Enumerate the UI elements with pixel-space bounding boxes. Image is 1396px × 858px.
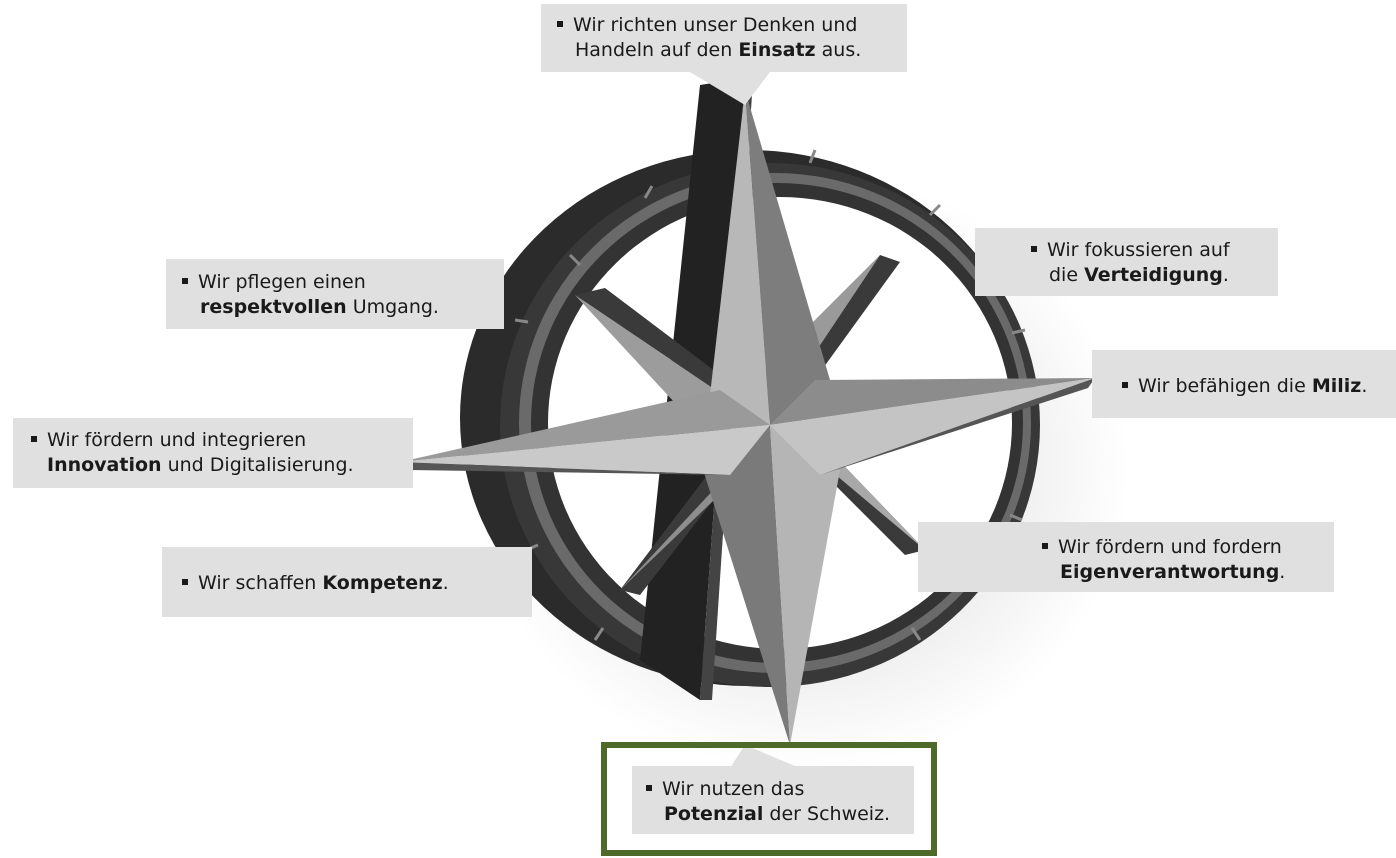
bullet-icon [182,579,188,585]
bullet-icon [182,278,188,284]
principle-kompetenz: Wir schaffen Kompetenz. [162,547,532,617]
kompetenz-keyword: Kompetenz [322,572,442,594]
kompetenz-post: . [443,572,449,594]
verteidigung-keyword: Verteidigung [1084,264,1223,286]
einsatz-keyword: Einsatz [738,39,815,61]
eigenverantwortung-line1: Wir fördern und fordern [1058,536,1282,558]
innovation-keyword: Innovation [47,454,162,476]
principle-respekt: Wir pflegen einen respektvollen Umgang. [166,259,504,329]
verteidigung-line2-post: . [1223,264,1229,286]
principle-verteidigung: Wir fokussieren auf die Verteidigung. [975,228,1278,296]
principle-innovation: Wir fördern und integrieren Innovation u… [13,418,413,488]
miliz-text: Wir befähigen die [1138,375,1312,397]
eigenverantwortung-line2-post: . [1279,561,1285,583]
principle-miliz: Wir befähigen die Miliz. [1092,350,1396,418]
respekt-keyword: respektvollen [200,296,347,318]
bullet-icon [1122,382,1128,388]
principle-eigenverantwortung: Wir fördern und fordern Eigenverantwortu… [918,522,1334,592]
bullet-icon [1031,246,1037,252]
innovation-line1: Wir fördern und integrieren [47,429,306,451]
einsatz-line2-pre: Handeln auf den [575,39,738,61]
principle-einsatz: Wir richten unser Denken und Handeln auf… [541,4,907,72]
verteidigung-line2-pre: die [1049,264,1084,286]
bullet-icon [31,436,37,442]
potenzial-highlight-frame [601,742,937,856]
innovation-line2-post: und Digitalisierung. [162,454,354,476]
einsatz-line1: Wir richten unser Denken und [573,14,857,36]
einsatz-line2-post: aus. [816,39,862,61]
miliz-post: . [1361,375,1367,397]
kompetenz-text: Wir schaffen [198,572,322,594]
bullet-icon [557,21,563,27]
respekt-line2-post: Umgang. [347,296,439,318]
verteidigung-line1: Wir fokussieren auf [1047,239,1230,261]
miliz-keyword: Miliz [1312,375,1362,397]
respekt-line1: Wir pflegen einen [198,271,366,293]
eigenverantwortung-keyword: Eigenverantwortung [1060,561,1279,583]
bullet-icon [1042,543,1048,549]
